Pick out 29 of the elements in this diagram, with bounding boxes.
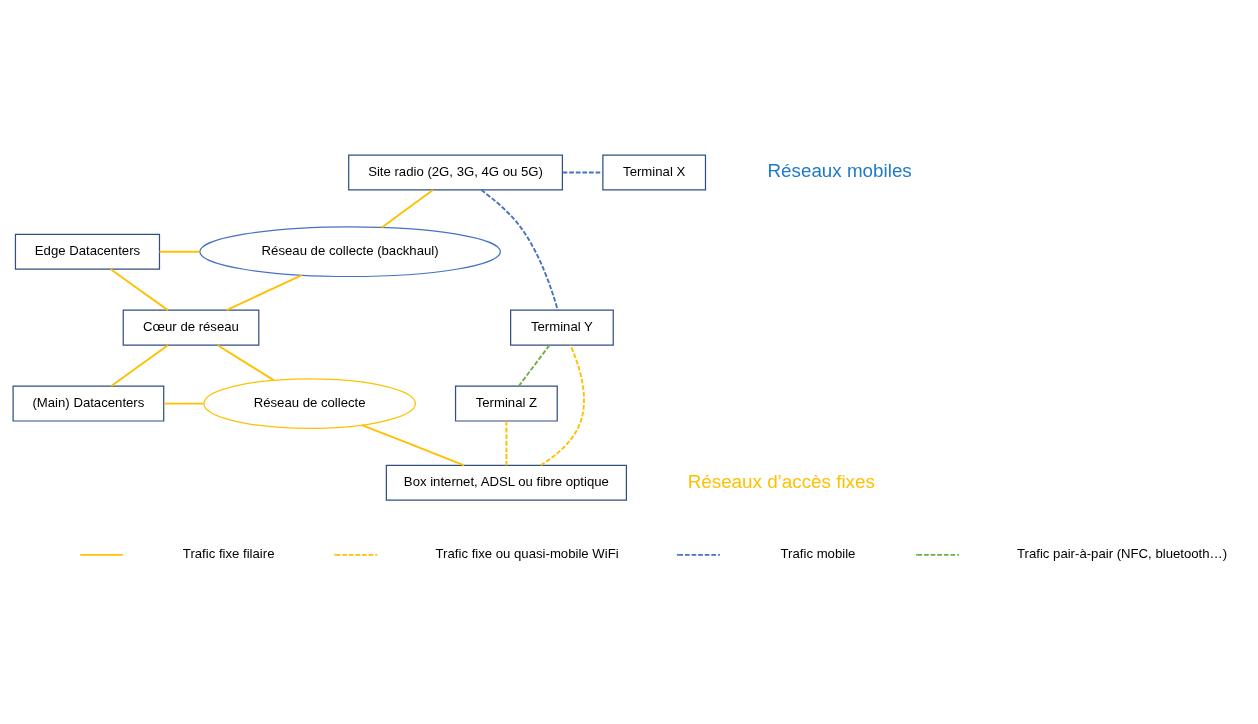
label: Réseaux mobiles xyxy=(767,160,912,182)
node-box: Edge Datacenters xyxy=(14,233,161,270)
legend-label: Trafic fixe filaire xyxy=(182,546,275,562)
connector xyxy=(480,189,559,311)
node-box: Box internet, ADSL ou fibre optique xyxy=(385,464,627,501)
node-box: Terminal Y xyxy=(510,309,614,346)
legend-label: Trafic pair-à-pair (NFC, bluetooth…) xyxy=(1017,546,1228,562)
node-ellipse: Réseau de collecte xyxy=(203,378,417,429)
connector xyxy=(216,344,275,382)
node-box: Terminal Z xyxy=(454,385,558,422)
connector xyxy=(360,424,466,467)
node-box: Cœur de réseau xyxy=(122,309,260,346)
node-box: Terminal X xyxy=(602,154,707,191)
connector xyxy=(561,171,604,174)
label: Réseaux d’accès fixes xyxy=(687,470,875,492)
connector xyxy=(517,344,551,388)
connector xyxy=(380,189,434,229)
connector xyxy=(505,420,508,467)
connector xyxy=(163,402,205,405)
connector xyxy=(225,274,303,312)
connector xyxy=(109,268,169,312)
connector xyxy=(110,344,169,387)
connector xyxy=(158,250,201,253)
connector xyxy=(539,344,585,467)
node-box: Site radio (2G, 3G, 4G ou 5G) xyxy=(348,154,563,191)
legend-label: Trafic fixe ou quasi-mobile WiFi xyxy=(435,546,619,562)
node-box: (Main) Datacenters xyxy=(12,385,165,422)
node-ellipse: Réseau de collecte (backhaul) xyxy=(199,226,501,278)
legend-label: Trafic mobile xyxy=(780,546,856,562)
